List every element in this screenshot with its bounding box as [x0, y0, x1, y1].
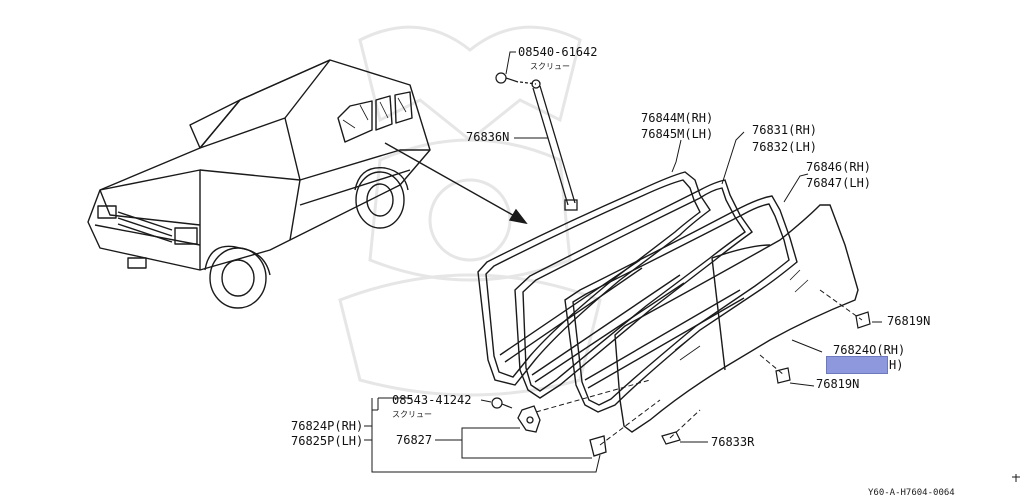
window-glass [614, 204, 859, 433]
label-glass-lh-tail: H) [889, 358, 904, 372]
label-weatherstrip-rh: 76831(RH) [752, 123, 818, 137]
label-seal-lh: 76845M(LH) [641, 127, 714, 141]
label-finisher-lh: 76847(LH) [806, 176, 872, 190]
frame-ticks [1012, 474, 1020, 482]
label-weatherstrip-lh: 76832(LH) [752, 140, 818, 154]
leader-dashed-lines [535, 289, 863, 446]
label-finisher-rh: 76846(RH) [806, 160, 872, 174]
vehicle-illustration [87, 59, 431, 309]
label-glass-rh: 76824O(RH) [833, 343, 906, 357]
label-rod: 76836N [466, 130, 510, 144]
label-screw-top-note: スクリュー [530, 62, 570, 71]
screw-lower-icon [491, 397, 513, 409]
reference-code: Y60-A-H7604-0064 [868, 488, 955, 498]
direction-arrow [384, 142, 528, 225]
watermark-logo [338, 25, 602, 397]
latch-icon [517, 405, 607, 457]
weatherstrip-frame [514, 179, 753, 399]
seal-outer-frame [477, 171, 711, 386]
label-screw-lower: 08543-41242 [392, 393, 472, 407]
label-assembly-lh: 76825P(LH) [291, 434, 364, 448]
label-bracket: 76833R [711, 435, 755, 449]
clip-lower-icon [775, 367, 791, 384]
label-seal-rh: 76844M(RH) [641, 111, 714, 125]
screw-top-icon [495, 72, 537, 85]
label-clip-upper: 76819N [887, 314, 931, 328]
label-clip-lower: 76819N [816, 377, 860, 391]
bracket-icon [661, 431, 681, 445]
label-leader-lines [364, 51, 882, 473]
clip-upper-icon [855, 311, 871, 329]
label-screw-lower-note: スクリュー [392, 410, 432, 419]
redaction-box [826, 356, 888, 374]
label-assembly-rh: 76824P(RH) [291, 419, 364, 433]
stay-rod [531, 79, 578, 211]
label-screw-top: 08540-61642 [518, 45, 598, 59]
label-latch: 76827 [396, 433, 433, 447]
